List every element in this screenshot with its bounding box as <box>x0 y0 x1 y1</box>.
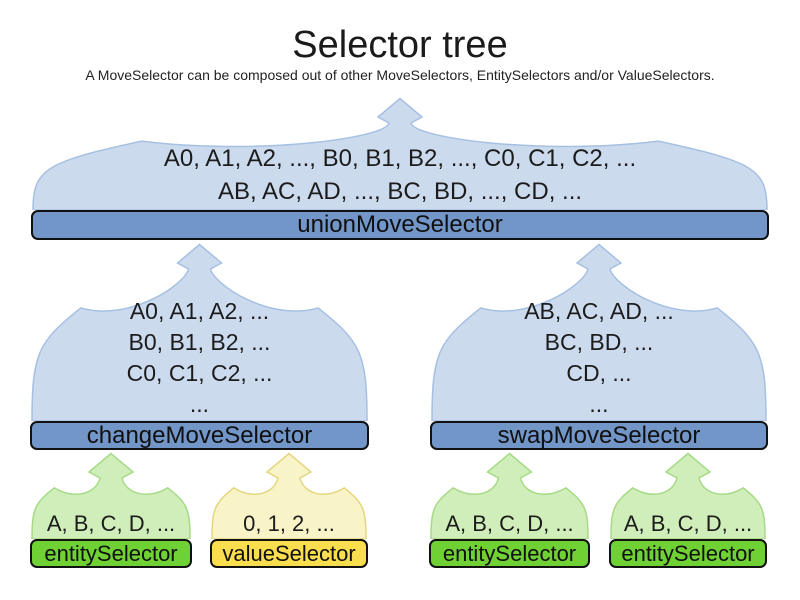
entity-selector-bar-2: entitySelector <box>429 539 590 568</box>
node-entity-selector-1: A, B, C, D, ... entitySelector <box>30 452 192 568</box>
node-entity-selector-3: A, B, C, D, ... entitySelector <box>609 452 767 568</box>
entity-balloon-shape <box>31 452 191 539</box>
node-change-move-selector: A0, A1, A2, ... B0, B1, B2, ... C0, C1, … <box>30 243 369 450</box>
bar-label: unionMoveSelector <box>297 211 503 238</box>
node-value-selector: 0, 1, 2, ... valueSelector <box>210 452 368 568</box>
union-balloon-shape <box>32 97 768 210</box>
value-selector-bar: valueSelector <box>210 539 368 568</box>
bar-label: entitySelector <box>621 540 755 566</box>
bar-label: entitySelector <box>442 540 577 566</box>
bar-label: swapMoveSelector <box>497 421 701 449</box>
page-title: Selector tree <box>292 24 508 66</box>
bar-label: entitySelector <box>44 540 178 566</box>
swap-move-selector-bar: swapMoveSelector <box>430 421 768 450</box>
swap-balloon-shape <box>431 243 767 421</box>
entity-selector-bar-1: entitySelector <box>30 539 192 568</box>
change-balloon-shape <box>31 243 368 421</box>
entity-balloon-shape <box>430 452 589 539</box>
page-subtitle: A MoveSelector can be composed out of ot… <box>85 67 715 83</box>
node-entity-selector-2: A, B, C, D, ... entitySelector <box>429 452 590 568</box>
bar-label: valueSelector <box>222 540 356 566</box>
entity-balloon-shape <box>610 452 766 539</box>
bar-label: changeMoveSelector <box>86 421 313 449</box>
node-union-move-selector: A0, A1, A2, ..., B0, B1, B2, ..., C0, C1… <box>31 97 769 240</box>
node-swap-move-selector: AB, AC, AD, ... BC, BD, ... CD, ... ... … <box>430 243 768 450</box>
value-balloon-shape <box>211 452 367 539</box>
entity-selector-bar-3: entitySelector <box>609 539 767 568</box>
change-move-selector-bar: changeMoveSelector <box>30 421 369 450</box>
union-move-selector-bar: unionMoveSelector <box>31 210 769 240</box>
